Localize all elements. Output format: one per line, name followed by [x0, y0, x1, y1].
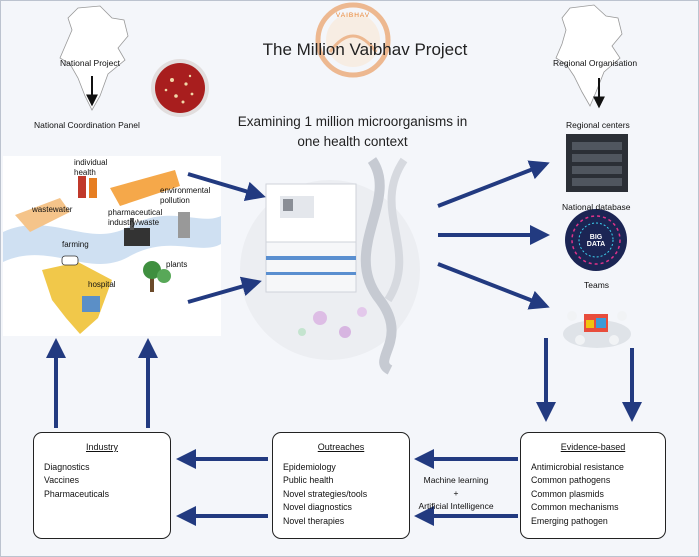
list-item: Pharmaceuticals [44, 488, 110, 499]
national-panel-label: National Coordination Panel [34, 120, 140, 130]
ml-line3: Artificial Intelligence [418, 501, 494, 511]
big-data-image [565, 209, 627, 271]
arrow-to-regional [437, 160, 550, 208]
hospital-label: hospital [88, 280, 116, 289]
petri-dish-image [151, 59, 209, 117]
outreaches-heading: Outreaches [317, 442, 365, 452]
arrow-to-teams [437, 262, 550, 310]
vaibhav-logo [315, 2, 391, 78]
environmental-pollution-label: environmental pollution [160, 186, 211, 205]
subtitle: Examining 1 million microorganisms in on… [237, 114, 468, 149]
national-project-label: National Project [60, 58, 121, 68]
list-item: Common pathogens [531, 475, 611, 485]
outreaches-list: Epidemiology Public health Novel strateg… [283, 461, 399, 529]
list-item: Vaccines [44, 475, 80, 485]
india-map-right [555, 4, 623, 107]
industry-box: Industry Diagnostics Vaccines Pharmaceut… [33, 432, 171, 539]
list-item: Public health [283, 475, 334, 485]
farming-label: farming [62, 240, 89, 249]
ml-line1: Machine learning [423, 475, 489, 485]
arrow-health-to-center [187, 172, 266, 202]
regional-centers-label: Regional centers [566, 120, 630, 130]
industry-heading: Industry [85, 442, 118, 452]
list-item: Novel strategies/tools [283, 488, 368, 499]
regional-centers-image [566, 134, 628, 192]
teams-image [563, 311, 631, 348]
outreaches-box: Outreaches Epidemiology Public health No… [272, 432, 410, 539]
list-item: Common plasmids [531, 488, 604, 499]
industry-list: Diagnostics Vaccines Pharmaceuticals [44, 461, 160, 502]
evidence-box: Evidence-based Antimicrobial resistance … [520, 432, 666, 539]
list-item: Epidemiology [283, 461, 336, 472]
list-item: Novel diagnostics [283, 502, 352, 512]
arrow-health-to-center-2 [187, 276, 262, 304]
list-item: Emerging pathogen [531, 515, 608, 526]
page-title: The Million Vaibhav Project [262, 40, 468, 59]
evidence-heading: Evidence-based [560, 442, 626, 452]
national-database-label: National database [562, 202, 631, 212]
list-item: Antimicrobial resistance [531, 461, 624, 472]
plants-label: plants [166, 260, 188, 269]
teams-label: Teams [584, 280, 610, 290]
list-item: Diagnostics [44, 461, 90, 472]
list-item: Common mechanisms [531, 502, 619, 512]
wastewater-label: wastewater [32, 205, 73, 214]
list-item: Novel therapies [283, 515, 345, 526]
sequencer-image [240, 157, 420, 375]
ml-ai-label: Machine learning + Artificial Intelligen… [408, 474, 504, 513]
flow-arrows [46, 160, 642, 526]
pharma-label: pharmaceutical industry/waste [108, 208, 163, 227]
big-data-label: BIG DATA [586, 234, 606, 248]
regional-org-label: Regional Organisation [553, 58, 638, 68]
ml-line2: + [453, 488, 459, 498]
logo-label: VAIBHAV [335, 12, 371, 19]
evidence-list: Antimicrobial resistance Common pathogen… [531, 461, 655, 529]
one-health-illustration [3, 156, 221, 336]
individual-health-label: individual health [74, 158, 108, 177]
